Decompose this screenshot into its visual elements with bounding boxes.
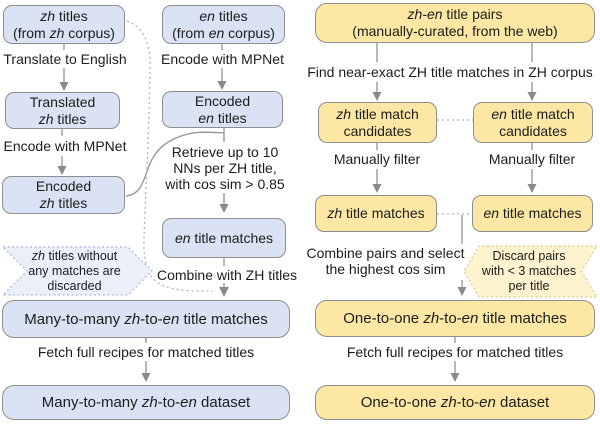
label-combine-with-zh-titles: Combine with ZH titles	[156, 267, 298, 283]
callout-discard-pairs-text: Discard pairs with < 3 matches per title	[473, 249, 585, 294]
box-line: en title match	[491, 105, 575, 122]
box-one-to-one-dataset: One-to-one zh-to-en dataset	[315, 385, 595, 420]
label-manually-filter-left: Manually filter	[333, 151, 421, 167]
callout-line: with < 3 matches	[481, 264, 577, 278]
label-retrieve-nns: Retrieve up to 10 NNs per ZH title, with…	[150, 144, 300, 192]
label-fetch-recipes-right: Fetch full recipes for matched titles	[346, 344, 564, 360]
label-line: Retrieve up to 10	[171, 144, 279, 160]
box-line: zh titles	[38, 110, 87, 127]
box-en-title-matches-left: en title matches	[162, 218, 286, 258]
label-combine-pairs: Combine pairs and select the highest cos…	[298, 245, 473, 277]
box-line: Encoded	[35, 178, 92, 194]
callout-discard-pairs-shape	[463, 245, 599, 298]
box-line: (from en corpus)	[172, 24, 275, 41]
box-line: zh titles	[39, 195, 88, 211]
arrow-zh-titles-to-translated	[59, 44, 69, 91]
label-encode-with-mpnet-right: Encode with MPNet	[161, 51, 284, 67]
arrow-matches-to-one-to-one	[457, 215, 467, 296]
dotted-zh-titles-bypass	[126, 20, 214, 292]
arrow-translated-to-encoded-zh	[57, 129, 67, 175]
box-en-titles: en titles (from en corpus)	[162, 5, 285, 44]
arrow-pairs-to-en-candidates	[527, 43, 537, 101]
arrow-pairs-to-zh-candidates	[372, 43, 382, 101]
arrow-many-matches-to-dataset	[141, 338, 151, 382]
box-zh-en-title-pairs: zh-en title pairs (manually-curated, fro…	[315, 3, 595, 43]
callout-line: discarded	[47, 279, 102, 293]
box-line: Translated	[29, 93, 96, 110]
box-en-title-matches-right: en title matches	[472, 195, 593, 232]
callout-line: any matches are	[28, 264, 121, 278]
box-line: zh title match	[336, 105, 419, 122]
callout-line: Discard pairs	[492, 249, 566, 263]
arrow-one-matches-to-dataset	[450, 337, 460, 382]
box-line: en title matches	[483, 205, 582, 221]
label-manually-filter-right: Manually filter	[488, 151, 576, 167]
box-line: Many-to-many zh-to-en title matches	[24, 310, 268, 328]
box-line: One-to-one zh-to-en title matches	[343, 310, 567, 327]
callout-line: per title	[508, 279, 550, 293]
arrow-en-titles-to-encoded-en	[217, 44, 227, 90]
box-en-title-match-candidates: en title match candidates	[473, 102, 593, 143]
box-line: (from zh corpus)	[13, 24, 115, 41]
box-translated-zh-titles: Translated zh titles	[5, 92, 120, 129]
arrow-en-candidates-to-matches	[527, 143, 537, 193]
box-encoded-zh-titles: Encoded zh titles	[2, 176, 125, 214]
box-line: en titles	[199, 7, 248, 24]
box-many-to-many-title-matches: Many-to-many zh-to-en title matches	[2, 300, 290, 338]
box-line: zh titles	[40, 7, 88, 24]
arrow-en-matches-to-many	[219, 258, 229, 297]
box-line: en titles	[198, 109, 247, 126]
box-encoded-en-titles: Encoded en titles	[162, 91, 283, 128]
box-line: Many-to-many zh-to-en dataset	[41, 394, 251, 411]
box-many-to-many-dataset: Many-to-many zh-to-en dataset	[2, 385, 290, 420]
label-line: with cos sim > 0.85	[165, 176, 285, 192]
label-fetch-recipes-left: Fetch full recipes for matched titles	[37, 344, 255, 360]
arrow-encoded-en-to-en-matches	[219, 128, 229, 213]
box-line: (manually-curated, from the web)	[352, 23, 558, 39]
label-line: the highest cos sim	[325, 261, 446, 277]
box-line: zh-en title pairs	[407, 6, 503, 22]
box-one-to-one-title-matches: One-to-one zh-to-en title matches	[315, 300, 595, 337]
label-encode-with-mpnet-left: Encode with MPNet	[3, 138, 127, 154]
box-line: One-to-one zh-to-en dataset	[360, 394, 550, 411]
label-line: Combine pairs and select	[306, 245, 465, 261]
callout-line: zh titles without	[31, 249, 118, 263]
label-find-near-exact: Find near-exact ZH title matches in ZH c…	[307, 64, 593, 80]
curve-encoded-zh-join	[125, 131, 225, 197]
box-zh-titles: zh titles (from zh corpus)	[3, 5, 125, 44]
callout-discarded-text: zh titles without any matches are discar…	[12, 249, 137, 294]
box-line: zh title matches	[327, 205, 425, 221]
callout-discarded-shape	[1, 246, 153, 296]
box-zh-title-matches: zh title matches	[315, 195, 437, 232]
box-zh-title-match-candidates: zh title match candidates	[318, 102, 437, 143]
box-line: candidates	[343, 122, 412, 139]
arrow-zh-candidates-to-matches	[372, 143, 382, 193]
box-line: Encoded	[194, 92, 251, 109]
label-line: NNs per ZH title,	[173, 160, 277, 176]
label-translate-to-english: Translate to English	[3, 51, 127, 67]
box-line: candidates	[499, 122, 567, 139]
box-line: en title matches	[174, 229, 274, 246]
